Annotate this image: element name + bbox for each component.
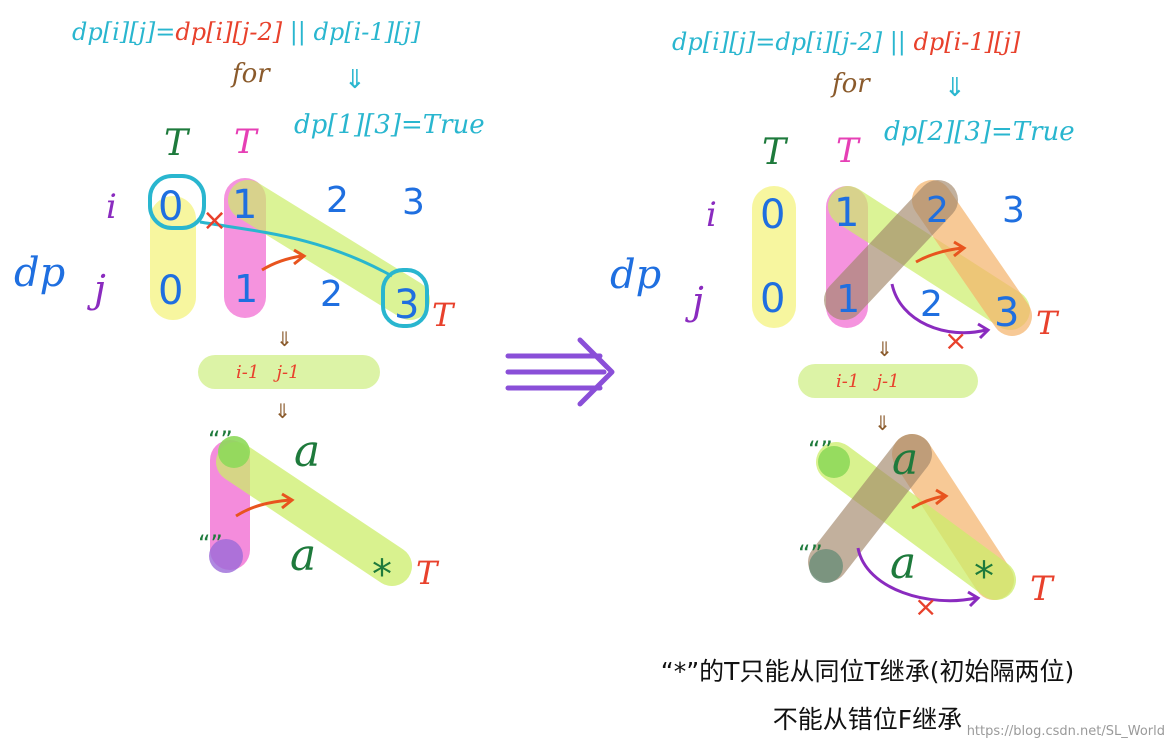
right-formula-term2: dp[i-1][j] — [914, 28, 1021, 56]
left-formula: dp[i][j]=dp[i][j-2] || dp[i-1][j] — [72, 18, 421, 47]
right-j-cell-0: 0 — [760, 276, 785, 322]
right-brown-diagonal — [824, 180, 958, 320]
left-t-mark: T — [432, 296, 456, 334]
right-j-cell-2: 2 — [920, 284, 943, 325]
left-pattern-star: * — [372, 552, 392, 598]
right-small-arrow — [915, 246, 963, 264]
left-for-label: for — [230, 59, 271, 89]
right-t-mark: T — [1036, 304, 1060, 342]
right-formula-lhs: dp[i][j]= — [672, 28, 775, 56]
left-connect-curve — [199, 220, 393, 278]
left-mini-down-1: ⇓ — [276, 327, 293, 351]
left-pattern-t: T — [416, 554, 440, 592]
right-pattern-t: T — [1030, 569, 1055, 609]
left-pattern-quote-bottom: “” — [198, 530, 223, 558]
left-pattern-a-bottom: a — [290, 530, 316, 581]
left-i-label: i — [106, 187, 117, 227]
left-result: dp[1][3]=True — [294, 110, 485, 140]
right-pattern-purple-curve — [856, 547, 977, 603]
right-j-cell-3: 3 — [994, 290, 1019, 336]
left-top-t-0: T — [164, 123, 191, 164]
left-dp-label: dp — [14, 250, 65, 296]
left-pattern-a-top: a — [294, 426, 320, 477]
right-formula: dp[i][j]=dp[i][j-2] || dp[i-1][j] — [672, 28, 1021, 57]
left-pattern-arrow — [235, 498, 291, 518]
left-formula-or: || — [282, 18, 313, 47]
right-i-cell-1: 1 — [834, 190, 859, 236]
right-j-label: j — [685, 279, 704, 323]
right-top-t-1: T — [836, 131, 861, 171]
right-pattern-arrow — [911, 494, 945, 510]
right-small-arrow-head — [953, 240, 967, 258]
left-j-label: j — [87, 267, 106, 311]
right-i-cell-0: 0 — [760, 192, 785, 238]
right-result: dp[2][3]=True — [884, 117, 1075, 147]
right-pattern-x-mark: × — [914, 590, 937, 623]
right-pattern-brown-highlight — [808, 434, 932, 582]
right-pill — [798, 364, 978, 398]
left-circle-end — [381, 268, 429, 328]
left-pill — [198, 355, 380, 389]
right-pattern-purple-curve-head — [967, 590, 981, 608]
left-pattern-quote-top: “” — [208, 426, 233, 454]
transition-arrow-head — [577, 337, 615, 407]
right-formula-or: || — [882, 28, 913, 57]
right-dp-label: dp — [610, 252, 661, 298]
right-pattern-green-highlight — [816, 442, 1016, 600]
left-small-arrow — [261, 254, 303, 272]
left-small-arrow-head — [293, 248, 307, 266]
right-pattern-quote-bottom: “” — [798, 540, 823, 568]
right-pattern-arrow-head — [935, 488, 949, 506]
right-pill-text: i-1 j-1 — [836, 371, 900, 392]
left-mini-down-2: ⇓ — [274, 399, 291, 423]
left-j-cell-1: 1 — [234, 267, 258, 311]
left-i-cell-2: 2 — [326, 180, 349, 221]
left-j-cell-2: 2 — [320, 274, 343, 315]
right-pattern-star: * — [974, 554, 994, 600]
right-pattern-a-bottom: a — [890, 538, 916, 589]
right-pattern-dot-top — [818, 446, 850, 478]
left-j-cell-3: 3 — [394, 282, 419, 328]
left-j-cell-0: 0 — [158, 268, 183, 314]
left-x-mark: × — [202, 203, 227, 238]
transition-arrow — [505, 337, 615, 407]
caption-line-2: 不能从错位F继承 — [772, 705, 963, 734]
right-panel: dp[i][j]=dp[i][j-2] || dp[i-1][j] for ⇓ … — [610, 28, 1075, 623]
right-mini-down-1: ⇓ — [876, 337, 893, 361]
left-i-cell-1: 1 — [232, 182, 257, 228]
right-pattern-quote-top: “” — [808, 436, 833, 464]
left-pattern-dot-bottom — [209, 539, 243, 573]
right-pattern-a-top: a — [892, 434, 918, 485]
right-i-cell-3: 3 — [1002, 190, 1025, 231]
watermark: https://blog.csdn.net/SL_World — [966, 724, 1165, 739]
left-circle-start — [148, 174, 206, 230]
left-pattern-arrow-head — [281, 492, 295, 510]
left-i-cell-0: 0 — [158, 184, 183, 230]
right-down-arrow: ⇓ — [944, 73, 966, 103]
left-formula-lhs: dp[i][j]= — [72, 18, 175, 46]
left-panel: dp[i][j]=dp[i][j-2] || dp[i-1][j] for ⇓ … — [14, 18, 485, 598]
right-i-cell-2: 2 — [926, 190, 949, 231]
left-formula-term1: dp[i][j-2] — [175, 18, 282, 46]
right-j-cell-1: 1 — [836, 277, 860, 321]
right-i-label: i — [706, 195, 717, 235]
left-pattern-green-highlight — [216, 442, 412, 586]
right-pattern-dot-bottom — [809, 549, 843, 583]
right-top-t-0: T — [762, 132, 789, 173]
right-purple-curve-head — [977, 322, 991, 340]
left-pill-text: i-1 j-1 — [236, 362, 300, 383]
right-for-label: for — [830, 69, 871, 99]
right-formula-term1: dp[i][j-2] — [775, 28, 882, 56]
right-mini-down-2: ⇓ — [874, 411, 891, 435]
left-formula-term2: dp[i-1][j] — [314, 18, 421, 46]
left-down-arrow: ⇓ — [344, 65, 366, 95]
left-top-t-1: T — [234, 122, 259, 162]
right-x-mark: × — [944, 324, 967, 357]
left-pattern-dot-top — [218, 436, 250, 468]
caption-line-1: “*”的T只能从同位T继承(初始隔两位) — [660, 657, 1075, 686]
left-i-cell-3: 3 — [402, 182, 425, 223]
right-purple-curve — [890, 283, 987, 335]
right-col0-highlight — [752, 186, 796, 328]
